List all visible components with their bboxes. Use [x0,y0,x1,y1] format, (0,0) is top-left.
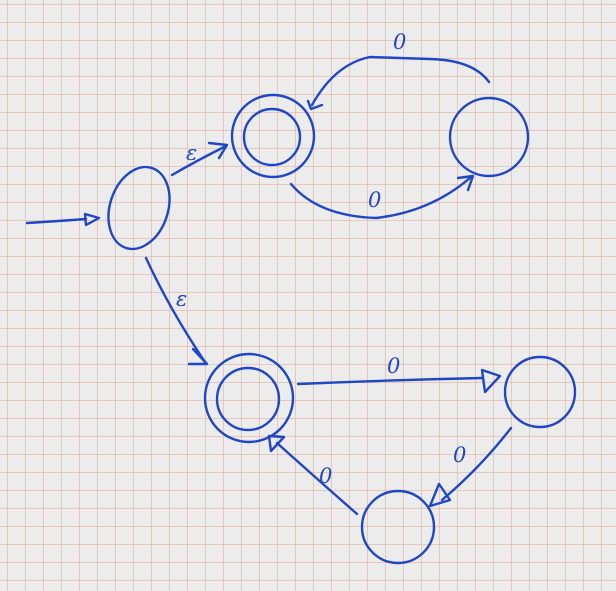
transition-lower-b-to-lower-c [428,426,513,508]
transition-start-to-lower-a [144,256,209,366]
state-upper-b [448,96,530,178]
transition-lower-c-to-lower-a [267,434,359,516]
label-upper-b-to-upper-a: 0 [393,30,406,54]
state-lower-c [360,489,436,565]
label-lower-c-to-lower-a: 0 [319,464,332,488]
transition-upper-b-to-upper-a [306,55,491,111]
state-lower-a [203,352,295,444]
transition-lower-a-to-lower-b [296,368,502,394]
label-upper-a-to-upper-b: 0 [368,188,381,212]
state-lower-b [503,355,577,429]
state-start [107,165,171,251]
label-start-to-upper-a: ε [186,141,197,165]
state-upper-a [230,93,316,179]
transition-upper-a-to-upper-b [289,174,475,220]
transition-start-to-upper-a [170,141,229,177]
label-lower-a-to-lower-b: 0 [387,354,400,378]
initial-arrow [25,212,101,227]
label-start-to-lower-a: ε [176,287,187,311]
label-lower-b-to-lower-c: 0 [453,443,466,467]
